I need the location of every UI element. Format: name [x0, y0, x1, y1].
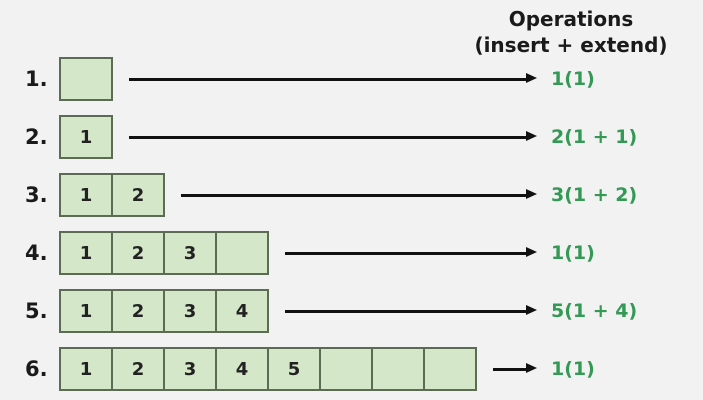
arrow-head — [526, 189, 537, 199]
array-cell: 1 — [79, 242, 93, 264]
array-cell: 2 — [111, 233, 163, 273]
arrow-line — [285, 252, 529, 255]
array-cell — [215, 233, 267, 273]
row-number: 1. — [25, 67, 48, 91]
array-cell — [371, 349, 423, 389]
row-number: 4. — [25, 241, 48, 265]
array-boxes: 1 — [59, 115, 113, 159]
operations-header: Operations (insert + extend) — [445, 6, 697, 58]
row-number: 5. — [25, 299, 48, 323]
array-cell: 2 — [111, 175, 163, 215]
row-number: 3. — [25, 183, 48, 207]
operations-value: 1(1) — [551, 68, 595, 90]
array-cell: 1 — [79, 300, 93, 322]
arrow-line — [493, 368, 529, 371]
row-number: 2. — [25, 125, 48, 149]
array-cell — [423, 349, 475, 389]
operations-header-line2: (insert + extend) — [474, 33, 668, 57]
array-cell: 2 — [111, 349, 163, 389]
array-cell — [319, 349, 371, 389]
arrow-head — [526, 305, 537, 315]
arrow-line — [181, 194, 529, 197]
array-cell — [61, 59, 111, 99]
operations-value: 2(1 + 1) — [551, 126, 638, 148]
array-cell: 4 — [215, 291, 267, 331]
array-cell: 1 — [79, 184, 93, 206]
operations-value: 1(1) — [551, 242, 595, 264]
array-cell: 1 — [79, 126, 93, 148]
array-cell: 3 — [163, 349, 215, 389]
array-cell: 1 — [79, 358, 93, 380]
array-row: 1. 1(1) — [0, 57, 703, 101]
arrow-head — [526, 131, 537, 141]
array-cell: 2 — [111, 291, 163, 331]
array-boxes — [59, 57, 113, 101]
operations-header-line1: Operations — [508, 7, 634, 31]
array-cell: 4 — [215, 349, 267, 389]
arrow-line — [129, 136, 529, 139]
operations-value: 3(1 + 2) — [551, 184, 638, 206]
array-cell: 3 — [163, 291, 215, 331]
arrow-head — [526, 247, 537, 257]
arrow-head — [526, 73, 537, 83]
arrow-head — [526, 363, 537, 373]
array-cell: 5 — [267, 349, 319, 389]
array-cell: 3 — [163, 233, 215, 273]
arrow-line — [129, 78, 529, 81]
array-row: 2. 1 2(1 + 1) — [0, 115, 703, 159]
operations-value: 1(1) — [551, 358, 595, 380]
arrow-line — [285, 310, 529, 313]
row-number: 6. — [25, 357, 48, 381]
operations-value: 5(1 + 4) — [551, 300, 638, 322]
